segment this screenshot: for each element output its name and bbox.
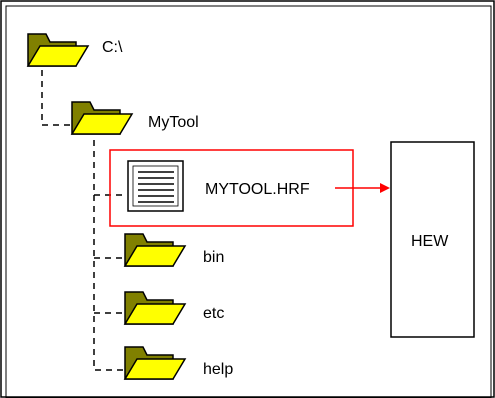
document-icon [127,160,184,212]
mytool-label: MyTool [148,114,199,131]
hew-box [390,141,475,338]
root-label: C:\ [102,39,123,56]
inner-border [5,5,492,398]
file-label: MYTOOL.HRF [205,181,310,198]
hew-label: HEW [411,233,449,250]
etc-label: etc [203,305,224,322]
arrow-icon [335,183,390,193]
help-label: help [203,361,233,378]
bin-label: bin [203,249,224,266]
